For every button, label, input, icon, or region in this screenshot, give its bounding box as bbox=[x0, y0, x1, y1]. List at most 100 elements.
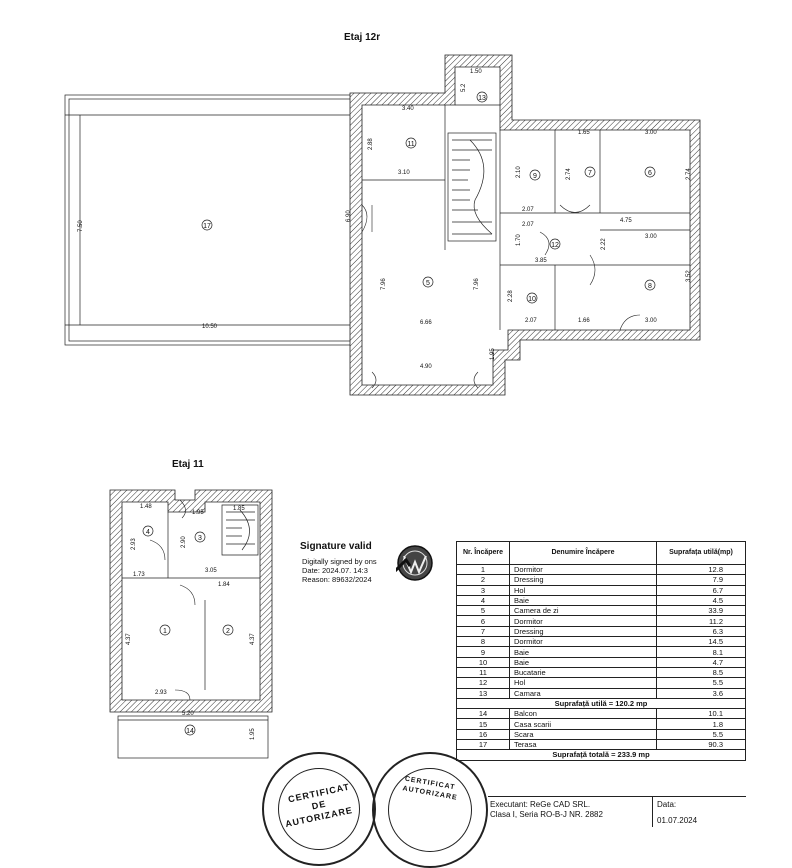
svg-text:11: 11 bbox=[407, 141, 414, 148]
svg-text:1.50: 1.50 bbox=[470, 69, 482, 75]
upper-dimensions: 1.50 5.2 3.40 1.65 3.00 2.88 2.74 2.10 2… bbox=[78, 69, 692, 370]
staircase-icon bbox=[447, 132, 497, 242]
room-name-cell: Hol bbox=[509, 584, 657, 596]
svg-text:3.52: 3.52 bbox=[686, 270, 692, 282]
svg-text:1.73: 1.73 bbox=[133, 572, 145, 578]
svg-text:3.05: 3.05 bbox=[205, 568, 217, 574]
lower-plan-title: Etaj 11 bbox=[172, 459, 204, 470]
table-header-row: Nr. Încăpere Denumire Încăpere Suprafața… bbox=[456, 541, 746, 565]
svg-text:17: 17 bbox=[203, 223, 211, 230]
room-name-cell: Terasa bbox=[509, 739, 657, 751]
signature-line: Date: 2024.07. 14:3 bbox=[302, 566, 368, 575]
date-value: 01.07.2024 bbox=[657, 816, 698, 825]
signature-title: Signature valid bbox=[300, 541, 372, 552]
room-name-cell: Dormitor bbox=[509, 563, 657, 576]
svg-text:2.28: 2.28 bbox=[508, 290, 514, 302]
column-header: Denumire Încăpere bbox=[509, 541, 657, 565]
svg-text:4.37: 4.37 bbox=[126, 633, 132, 645]
room-name-cell: Dressing bbox=[509, 625, 657, 638]
room-number-cell: 11 bbox=[456, 666, 510, 679]
svg-text:1: 1 bbox=[163, 628, 167, 635]
room-area-cell: 6.3 bbox=[656, 625, 746, 638]
room-name-cell: Dressing bbox=[509, 574, 657, 586]
title-block-footer: Executant: ReGe CAD SRL. Clasa I, Seria … bbox=[488, 796, 746, 827]
svg-text:7.50: 7.50 bbox=[78, 220, 84, 232]
room-number-cell: 4 bbox=[456, 594, 510, 607]
svg-text:12: 12 bbox=[551, 242, 559, 249]
svg-text:4: 4 bbox=[146, 529, 150, 536]
executant-label: Executant: ReGe CAD SRL. bbox=[490, 800, 591, 809]
svg-text:1.48: 1.48 bbox=[140, 504, 152, 510]
svg-text:4.75: 4.75 bbox=[620, 218, 632, 224]
room-number-cell: 16 bbox=[456, 728, 510, 741]
svg-text:4.90: 4.90 bbox=[420, 364, 432, 370]
room-area-cell: 4.5 bbox=[656, 594, 746, 607]
svg-text:5.20: 5.20 bbox=[182, 711, 194, 717]
room-number-cell: 6 bbox=[456, 615, 510, 627]
room-number-cell: 13 bbox=[456, 687, 510, 699]
upper-plan-title: Etaj 12r bbox=[344, 32, 380, 43]
svg-text:2.93: 2.93 bbox=[155, 690, 167, 696]
svg-text:3.85: 3.85 bbox=[535, 258, 547, 264]
room-number-cell: 3 bbox=[456, 584, 510, 596]
svg-text:3.00: 3.00 bbox=[645, 130, 657, 136]
authorization-stamp-right: CERTIFICAT AUTORIZARE bbox=[372, 752, 488, 868]
svg-text:2.88: 2.88 bbox=[368, 138, 374, 150]
svg-text:7: 7 bbox=[588, 170, 592, 177]
terrace-outline bbox=[64, 94, 356, 346]
svg-text:13: 13 bbox=[478, 95, 486, 102]
svg-text:2.07: 2.07 bbox=[522, 207, 534, 213]
svg-text:3.00: 3.00 bbox=[645, 234, 657, 240]
svg-text:2.07: 2.07 bbox=[525, 318, 537, 324]
svg-text:1.85: 1.85 bbox=[233, 506, 245, 512]
room-number-cell: 15 bbox=[456, 718, 510, 730]
svg-text:2.74: 2.74 bbox=[566, 168, 572, 180]
total-row: Suprafață totală = 233.9 mp bbox=[456, 749, 746, 761]
room-area-cell: 6.7 bbox=[656, 584, 746, 596]
svg-text:2.74: 2.74 bbox=[686, 168, 692, 180]
lower-walls bbox=[109, 489, 273, 759]
svg-text:1.95: 1.95 bbox=[192, 510, 204, 516]
upper-walls bbox=[349, 54, 701, 396]
room-name-cell: Camera de zi bbox=[509, 605, 657, 617]
room-area-cell: 14.5 bbox=[656, 636, 746, 648]
svg-text:5.2: 5.2 bbox=[461, 83, 467, 92]
room-name-cell: Bucatarie bbox=[509, 666, 657, 679]
svg-text:10: 10 bbox=[528, 296, 536, 303]
door-icon bbox=[361, 204, 641, 389]
room-area-cell: 10.1 bbox=[656, 708, 746, 720]
room-number-cell: 12 bbox=[456, 677, 510, 689]
svg-text:2.10: 2.10 bbox=[516, 166, 522, 178]
svg-text:2.07: 2.07 bbox=[522, 222, 534, 228]
room-name-cell: Scara bbox=[509, 728, 657, 741]
rooms-table: Nr. Încăpere Denumire Încăpere Suprafața… bbox=[456, 541, 746, 761]
lower-dimensions: 1.48 1.95 1.85 2.93 2.90 1.73 3.05 1.84 … bbox=[126, 504, 256, 740]
svg-text:7.96: 7.96 bbox=[381, 278, 387, 290]
svg-text:10.50: 10.50 bbox=[202, 324, 218, 330]
room-number-cell: 1 bbox=[456, 563, 510, 576]
lower-door-icon bbox=[149, 499, 196, 701]
room-area-cell: 1.8 bbox=[656, 718, 746, 730]
digital-signature-block: Signature valid Digitally signed by ons … bbox=[300, 541, 460, 601]
room-number-cell: 7 bbox=[456, 625, 510, 638]
svg-text:6: 6 bbox=[648, 170, 652, 177]
svg-text:3: 3 bbox=[198, 535, 202, 542]
room-name-cell: Hol bbox=[509, 677, 657, 689]
lower-room-labels: 4 3 1 2 14 bbox=[142, 525, 234, 736]
room-number-cell: 17 bbox=[456, 739, 510, 751]
room-number-cell: 10 bbox=[456, 656, 510, 668]
signature-line: Reason: 89632/2024 bbox=[302, 575, 372, 584]
svg-text:3.00: 3.00 bbox=[645, 318, 657, 324]
room-name-cell: Dormitor bbox=[509, 636, 657, 648]
room-number-cell: 9 bbox=[456, 646, 510, 658]
column-header: Suprafața utilă(mp) bbox=[656, 541, 746, 565]
signature-line: Digitally signed by ons bbox=[302, 557, 377, 566]
room-area-cell: 8.1 bbox=[656, 646, 746, 658]
